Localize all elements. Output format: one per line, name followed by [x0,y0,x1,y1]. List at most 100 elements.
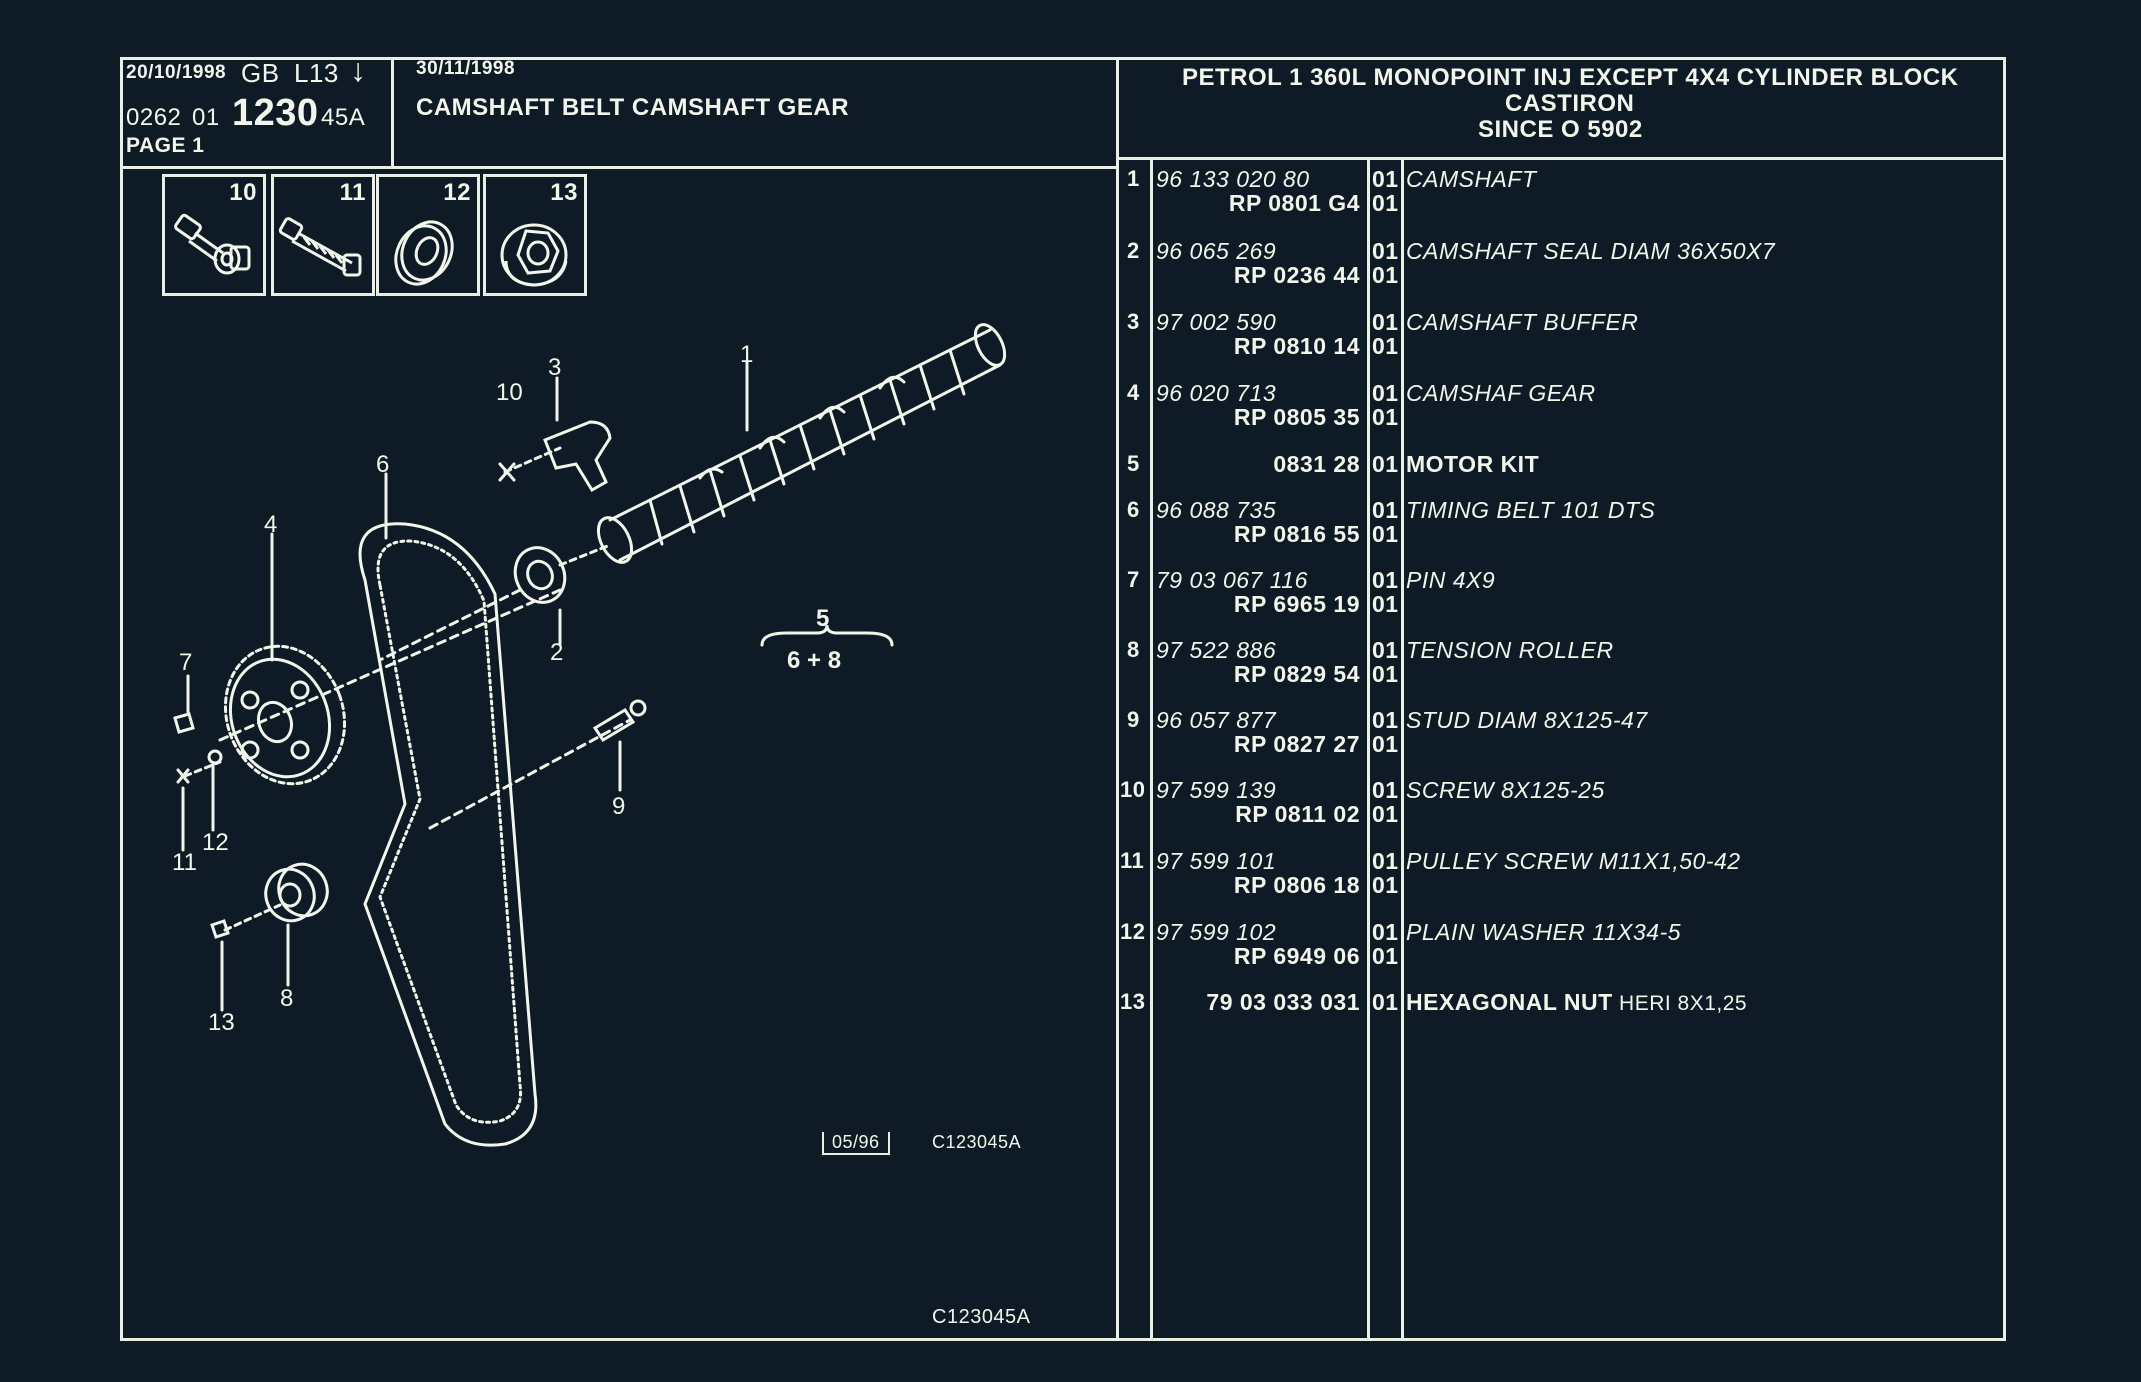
main-divider [1116,57,1119,1341]
ref-box-number: 11 [339,179,366,206]
table-col-divider-2 [1367,157,1370,1341]
replacement-ref: RP 0811 02 [1235,801,1360,827]
ref-box-13: 13 [483,174,587,296]
part-description: PULLEY SCREW M11X1,50-42 [1406,848,1741,874]
part-description: TENSION ROLLER [1406,637,1614,663]
quantity-secondary: 01 [1372,190,1399,216]
bolt-icon [278,217,362,277]
part-index: 4 [1127,380,1140,405]
washer-icon [394,220,454,286]
part-index: 13 [1120,989,1146,1014]
ref-box-12: 12 [376,174,480,296]
part-number: 96 088 735 [1156,497,1277,523]
ref-box-number: 12 [443,179,471,206]
replacement-ref: RP 6949 06 [1233,943,1360,969]
ref-box-number: 10 [229,179,257,206]
ref-box-number: 13 [550,179,578,206]
callout-2: 2 [550,639,563,666]
replacement-ref: RP 0805 35 [1233,404,1360,430]
part-number: 79 03 067 116 [1156,567,1308,593]
replacement-ref: RP 0816 55 [1233,521,1360,547]
callout-13: 13 [208,1009,235,1036]
part-number: 79 03 033 031 [1206,989,1360,1015]
quantity-secondary: 01 [1372,872,1399,898]
callout-4: 4 [264,511,277,538]
part-index: 2 [1127,238,1140,263]
quantity: 01 [1372,777,1399,803]
quantity: 01 [1372,238,1399,264]
part-number: 96 020 713 [1156,380,1277,406]
plate-code-mid: C123045A [932,1132,1022,1152]
replacement-ref: RP 0827 27 [1233,731,1360,757]
page-label: PAGE 1 [126,134,205,157]
part-description: PIN 4X9 [1406,567,1496,593]
callout-10: 10 [496,379,523,406]
replacement-ref: RP 0829 54 [1233,661,1360,687]
part-number: 96 057 877 [1156,707,1277,733]
table-col-divider-1 [1150,157,1153,1341]
part-index: 11 [1120,848,1145,873]
revision-date: 30/11/1998 [416,58,516,79]
replacement-ref: RP 0806 18 [1233,872,1360,898]
part-description: HEXAGONAL NUT HERI 8X1,25 [1406,989,1748,1015]
part-description: CAMSHAF GEAR [1406,380,1596,406]
part-number: 97 599 102 [1156,919,1277,945]
date-issued: 20/10/1998 [126,62,227,83]
part-number: 97 599 139 [1156,777,1277,803]
quantity: 01 [1372,637,1399,663]
part-number: 97 522 886 [1156,637,1277,663]
date-stamp: 05/96 [822,1132,890,1155]
quantity: 01 [1372,919,1399,945]
quantity-secondary: 01 [1372,731,1399,757]
part-description: TIMING BELT 101 DTS [1406,497,1656,523]
quantity-secondary: 01 [1372,262,1399,288]
page-title: CAMSHAFT BELT CAMSHAFT GEAR [416,94,850,121]
part-index: 10 [1120,777,1146,802]
replacement-ref: RP 0801 G4 [1228,190,1360,216]
replacement-ref: RP 0236 44 [1233,262,1360,288]
replacement-ref: RP 0810 14 [1233,333,1360,359]
callout-1: 1 [740,341,753,368]
part-number: 0831 28 [1273,451,1360,477]
callout-9: 9 [612,793,625,820]
quantity-secondary: 01 [1372,591,1399,617]
camshaft-gear-drawing [223,644,347,786]
part-index: 5 [1127,451,1140,476]
timing-belt-drawing [358,522,538,1147]
ref-box-10: 10 [162,174,266,296]
language-code: GB [241,58,280,88]
part-index: 1 [1127,166,1140,191]
quantity-secondary: 01 [1372,404,1399,430]
part-description: STUD DIAM 8X125-47 [1406,707,1648,733]
quantity: 01 [1372,567,1399,593]
plate-code-bottom: C123045A [932,1306,1031,1328]
camshaft-drawing [596,323,1007,564]
quantity: 01 [1372,848,1399,874]
group-code: 0262 [126,104,182,131]
plate-number: 1230 [232,92,319,134]
tension-roller-drawing [264,862,329,923]
part-index: 6 [1127,497,1140,522]
quantity: 01 [1372,166,1399,192]
subgroup-code: 01 [192,104,220,131]
quantity: 01 [1372,451,1399,477]
screw-with-washer-icon [174,213,251,275]
part-description: PLAIN WASHER 11X34-5 [1406,919,1682,945]
callout-11: 11 [172,849,197,876]
ref-box-11: 11 [271,174,375,296]
header-divider-left [120,166,1118,169]
callout-5: 5 [816,605,829,632]
header-divider-small [391,57,394,168]
quantity-secondary: 01 [1372,943,1399,969]
group-label: 6 + 8 [787,647,841,674]
part-index: 7 [1127,567,1140,592]
callout-3: 3 [548,354,561,381]
callout-8: 8 [280,985,293,1012]
plate-suffix: 45A [321,104,366,131]
part-description: SCREW 8X125-25 [1406,777,1605,803]
catalog-page-frame [120,57,2006,1341]
callout-7: 7 [179,649,192,676]
vehicle-spec-line1: PETROL 1 360L MONOPOINT INJ EXCEPT 4X4 C… [1182,64,1959,91]
part-index: 9 [1127,707,1140,732]
part-index: 8 [1127,637,1140,662]
